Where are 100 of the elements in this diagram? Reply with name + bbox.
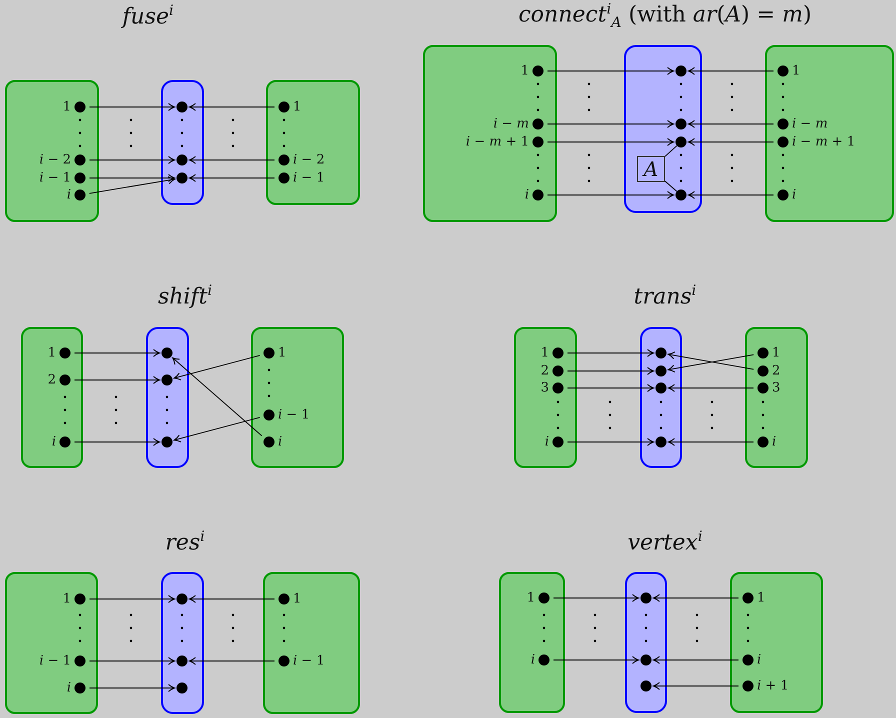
- index-label: 1: [48, 346, 56, 360]
- index-label: i: [544, 436, 549, 448]
- component-box: [745, 327, 808, 468]
- port-dot: [552, 382, 564, 394]
- index-label: 3: [772, 382, 780, 394]
- index-label: i − m: [493, 118, 529, 130]
- component-box: [251, 327, 344, 468]
- port-dot: [532, 190, 544, 200]
- port-dot: [640, 654, 652, 666]
- component-box: [514, 327, 577, 468]
- port-dot: [278, 102, 290, 112]
- port-dot: [264, 436, 274, 448]
- port-dot: [278, 594, 290, 604]
- port-dot: [778, 136, 788, 148]
- port-dot: [742, 654, 754, 666]
- port-dot: [278, 172, 290, 184]
- port-dot: [552, 436, 564, 448]
- panel-title: trans$^{i}$: [634, 284, 696, 310]
- index-label: i: [278, 436, 282, 448]
- component-box: [765, 45, 894, 222]
- port-dot: [538, 592, 550, 604]
- interface-box: [146, 327, 189, 468]
- port-dot: [778, 66, 788, 76]
- panel-title: res$^{i}$: [165, 530, 205, 556]
- port-dot: [74, 656, 86, 666]
- component-box: [21, 327, 83, 468]
- port-dot: [60, 374, 70, 386]
- index-label: 1: [62, 100, 71, 114]
- panel-title: connect$^{i}$$_{A}$ (with ar(A) = m): [518, 2, 812, 32]
- interface-box: [625, 572, 667, 713]
- index-label: i − 1: [278, 408, 310, 422]
- port-dot: [742, 592, 754, 604]
- component-box: [499, 572, 565, 713]
- index-label: i + 1: [757, 680, 789, 692]
- index-label: i − 1: [293, 654, 325, 668]
- component-box: [423, 45, 557, 222]
- index-label: i: [52, 436, 56, 448]
- index-label: 1: [792, 64, 800, 78]
- index-label: i: [530, 654, 535, 666]
- index-label: 2: [540, 364, 549, 378]
- port-dot: [656, 382, 666, 394]
- port-dot: [758, 436, 768, 448]
- port-dot: [60, 436, 70, 448]
- port-dot: [278, 154, 290, 166]
- port-dot: [656, 348, 666, 358]
- component-box: [730, 572, 823, 713]
- interface-box: [161, 80, 204, 205]
- index-label: i: [792, 188, 796, 202]
- index-label: 1: [62, 592, 71, 606]
- port-dot: [74, 102, 86, 112]
- port-dot: [60, 348, 70, 358]
- index-label: i − 1: [39, 172, 71, 184]
- port-dot: [552, 348, 564, 358]
- index-label: i − m: [792, 118, 828, 130]
- index-label: i: [772, 436, 776, 448]
- port-dot: [758, 382, 768, 394]
- port-dot: [758, 348, 768, 358]
- agent-box: A: [637, 156, 665, 182]
- port-dot: [656, 366, 666, 376]
- port-dot: [74, 594, 86, 604]
- index-label: 1: [293, 592, 302, 606]
- port-dot: [742, 680, 754, 692]
- port-dot: [176, 682, 188, 694]
- port-dot: [532, 136, 544, 148]
- component-box: [5, 572, 98, 714]
- index-label: 1: [293, 100, 302, 114]
- port-dot: [676, 190, 686, 200]
- port-dot: [162, 348, 172, 358]
- index-label: i − 1: [293, 172, 325, 184]
- port-dot: [640, 680, 652, 692]
- interface-box: [640, 327, 682, 468]
- port-dot: [676, 118, 686, 130]
- index-label: 1: [772, 346, 780, 360]
- index-label: i: [757, 654, 762, 666]
- index-label: 1: [520, 64, 529, 78]
- port-dot: [74, 682, 86, 694]
- port-dot: [640, 592, 652, 604]
- port-dot: [778, 118, 788, 130]
- port-dot: [176, 154, 188, 166]
- index-label: 1: [540, 346, 549, 360]
- port-dot: [176, 172, 188, 184]
- index-label: i: [524, 188, 529, 202]
- index-label: i: [66, 682, 71, 694]
- interface-box: [624, 45, 702, 213]
- component-box: [263, 572, 360, 714]
- port-dot: [778, 190, 788, 200]
- panel-title: shift$^{i}$: [158, 284, 212, 310]
- index-label: 1: [526, 592, 535, 604]
- port-dot: [176, 594, 188, 604]
- index-label: 1: [757, 592, 766, 604]
- index-label: 2: [772, 364, 780, 378]
- port-dot: [74, 172, 86, 184]
- port-dot: [676, 66, 686, 76]
- index-label: i − 1: [39, 654, 71, 668]
- port-dot: [176, 102, 188, 112]
- index-label: 2: [48, 374, 56, 386]
- port-dot: [176, 656, 188, 666]
- index-label: 3: [540, 382, 549, 394]
- component-box: [266, 80, 360, 205]
- interface-box: [161, 572, 204, 714]
